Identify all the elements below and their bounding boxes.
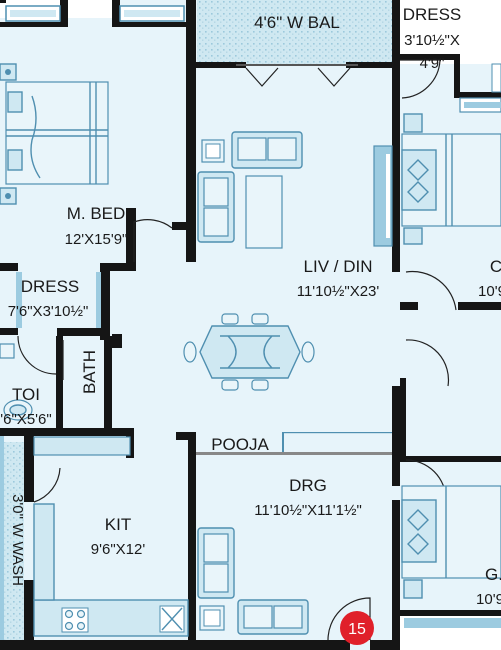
kitchen-dim: 9'6"X12' bbox=[91, 541, 146, 558]
bed-right-top-label: C bbox=[490, 257, 501, 276]
balcony-floor bbox=[197, 0, 392, 66]
bed-right-top-dim: 10'9 bbox=[478, 283, 501, 300]
bath-label: BATH bbox=[80, 350, 99, 394]
kitchen-label: KIT bbox=[105, 515, 131, 534]
unit-number-badge: 15 bbox=[340, 611, 374, 645]
drawing-dim: 11'10½"X11'1½" bbox=[254, 502, 362, 519]
master-bed-furniture bbox=[0, 63, 109, 205]
master-bed-dim: 12'X15'9" bbox=[65, 231, 128, 248]
dress-top-label: DRESS bbox=[403, 5, 462, 24]
bath-fixtures bbox=[0, 343, 33, 421]
liv-din-dim: 11'10½"X23' bbox=[297, 283, 380, 300]
wash-label: 3'0" W WASH bbox=[9, 494, 26, 586]
balcony-label: 4'6" W BAL bbox=[254, 13, 340, 32]
dress-left-dim: 7'6"X3'10½" bbox=[8, 303, 89, 320]
kitchen-counter bbox=[33, 503, 189, 637]
drawing-label: DRG bbox=[289, 476, 327, 495]
dress-top-dim-line1: 3'10½"X bbox=[404, 32, 460, 49]
unit-number-text: 15 bbox=[348, 621, 366, 638]
right-bedroom-top-furniture bbox=[401, 113, 501, 245]
dress-top-dim-line2: 4'9" bbox=[420, 55, 445, 72]
toilet-label: TOI bbox=[12, 385, 40, 404]
doors bbox=[17, 59, 457, 641]
dress-left-label: DRESS bbox=[21, 277, 80, 296]
right-bedroom-bottom-furniture bbox=[401, 485, 501, 599]
living-sofa-set bbox=[197, 131, 303, 249]
drawing-room-sofa bbox=[197, 527, 309, 635]
bed-right-bottom-label: G. bbox=[485, 565, 501, 584]
pooja-label: POOJA bbox=[211, 435, 269, 454]
dining-table-set bbox=[183, 313, 315, 391]
master-bed-label: M. BED bbox=[67, 204, 126, 223]
bed-right-bottom-dim: 10'9 bbox=[476, 591, 501, 608]
liv-din-label: LIV / DIN bbox=[304, 257, 373, 276]
toilet-dim: '6"X5'6" bbox=[0, 411, 51, 428]
